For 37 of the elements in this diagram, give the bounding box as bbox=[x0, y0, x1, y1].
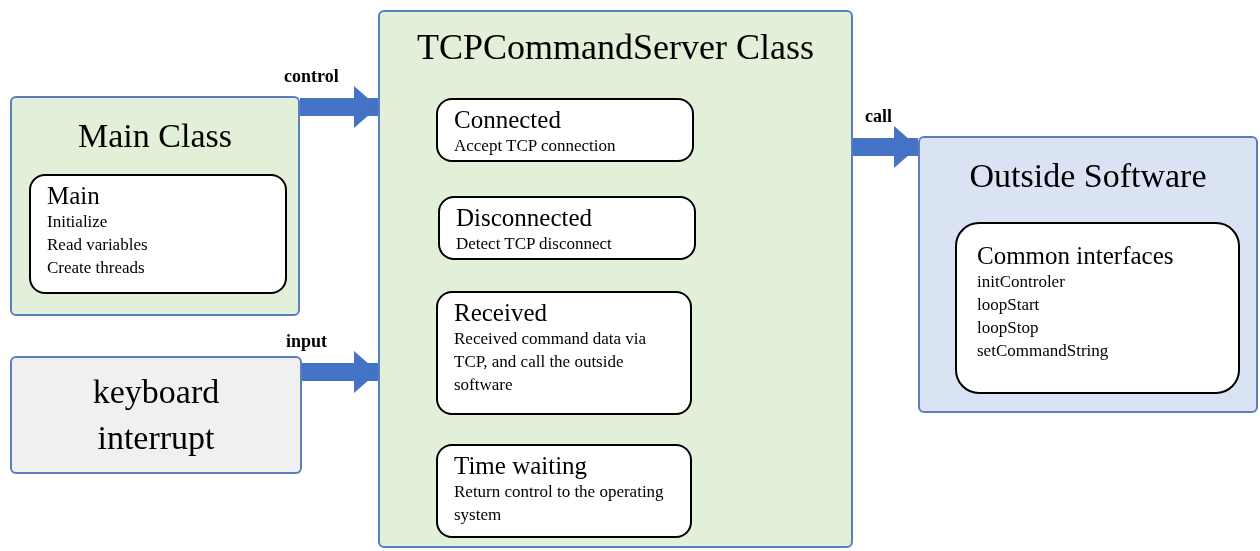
state-box bbox=[436, 98, 694, 162]
edge-label: control bbox=[284, 65, 339, 88]
box-text: initControler bbox=[977, 271, 1066, 294]
arrow bbox=[300, 86, 378, 128]
state-box bbox=[438, 196, 696, 260]
box-title: Main Class bbox=[77, 116, 233, 156]
box-text: loopStart bbox=[977, 294, 1041, 317]
class-panel bbox=[10, 96, 300, 316]
edge-label: call bbox=[865, 105, 892, 128]
box-title: Received bbox=[454, 298, 548, 328]
input-box bbox=[10, 356, 302, 474]
class-panel bbox=[918, 136, 1258, 413]
box-text: Create threads bbox=[47, 257, 146, 280]
box-text: Initialize bbox=[47, 211, 109, 234]
box-title: Connected bbox=[454, 105, 562, 135]
state-box bbox=[436, 291, 692, 415]
arrow bbox=[853, 126, 918, 168]
box-text: Return control to the operating system bbox=[454, 481, 665, 527]
arrow bbox=[302, 351, 378, 393]
box-title: keyboard interrupt bbox=[91, 372, 221, 458]
box-text: Detect TCP disconnect bbox=[456, 233, 613, 256]
box-title: TCPCommandServer Class bbox=[416, 26, 815, 69]
state-box bbox=[955, 222, 1240, 394]
box-title: Main bbox=[47, 181, 101, 211]
state-box bbox=[436, 444, 692, 538]
box-text: loopStop bbox=[977, 317, 1040, 340]
box-title: Common interfaces bbox=[977, 241, 1175, 271]
state-box bbox=[29, 174, 287, 294]
box-text: Accept TCP connection bbox=[454, 135, 617, 158]
edge-label: input bbox=[286, 330, 328, 353]
class-panel bbox=[378, 10, 853, 548]
box-title: Disconnected bbox=[456, 203, 594, 233]
box-text: setCommandString bbox=[977, 340, 1110, 363]
box-title: Time waiting bbox=[454, 451, 589, 481]
box-text: Received command data via TCP, and call the outside software bbox=[454, 328, 648, 397]
box-text: Read variables bbox=[47, 234, 149, 257]
box-title: Outside Software bbox=[968, 156, 1208, 196]
